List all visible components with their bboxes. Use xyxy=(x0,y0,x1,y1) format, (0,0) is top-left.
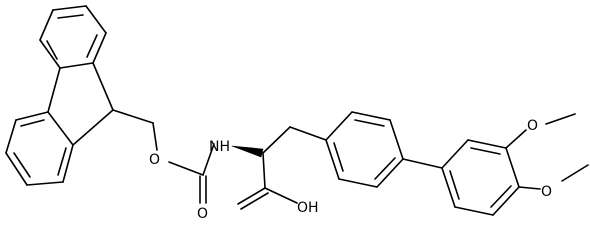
bond-double-inner xyxy=(449,170,460,200)
bond-double-inner xyxy=(86,34,98,58)
bond xyxy=(505,147,520,188)
bond-double-inner xyxy=(374,157,396,180)
bond xyxy=(441,167,456,208)
bond xyxy=(338,178,378,188)
bond-double-inner xyxy=(333,142,344,172)
bond xyxy=(47,67,61,113)
bond-double-inner xyxy=(470,147,501,155)
bond xyxy=(47,111,74,146)
molecule-drawing: NH O O OH O O xyxy=(5,5,589,222)
stereo-wedge-bond xyxy=(231,145,264,158)
atom-label-o-methoxy-3: O xyxy=(527,118,538,134)
bond xyxy=(467,139,507,149)
bond xyxy=(5,152,28,186)
atom-label-o-methoxy-4: O xyxy=(541,184,552,200)
bond xyxy=(262,152,266,189)
bond xyxy=(518,186,541,190)
bond xyxy=(441,139,469,169)
bond xyxy=(545,113,576,125)
bond xyxy=(39,9,54,41)
atom-label-oh: OH xyxy=(297,200,319,216)
bond xyxy=(376,158,404,188)
bond xyxy=(52,5,87,11)
bond-double-inner xyxy=(490,185,512,208)
bond-double-inner xyxy=(354,119,385,127)
bond xyxy=(505,129,527,149)
bond xyxy=(492,186,520,216)
bond xyxy=(39,39,61,69)
biaryl-bond xyxy=(402,158,443,169)
dimethoxyphenyl-ring xyxy=(441,139,520,216)
bond xyxy=(15,111,49,121)
bond xyxy=(92,32,107,64)
bond xyxy=(262,126,291,154)
bond xyxy=(92,62,114,111)
atom-label-o-carbonyl: O xyxy=(197,206,208,222)
fluorene-ring-system xyxy=(5,5,114,186)
bond xyxy=(264,187,298,204)
bond-double-inner xyxy=(13,152,31,178)
bond xyxy=(325,111,353,141)
bond xyxy=(561,164,589,182)
bond xyxy=(351,111,391,121)
bond xyxy=(237,187,266,205)
bond xyxy=(168,161,204,176)
bond xyxy=(72,109,114,146)
bond xyxy=(454,206,494,216)
structure-canvas: NH O O OH O O xyxy=(5,5,589,222)
bond xyxy=(5,119,17,154)
bond-double-inner xyxy=(57,147,67,176)
bond xyxy=(202,143,215,176)
bond xyxy=(325,139,340,180)
atom-label-nh: NH xyxy=(209,139,230,155)
methoxy-groups xyxy=(505,113,589,190)
bond xyxy=(289,126,327,141)
bond xyxy=(152,122,158,151)
atom-labels: NH O O OH O O xyxy=(149,118,552,222)
bond xyxy=(85,5,107,34)
amino-acid-backbone xyxy=(231,126,327,210)
bond xyxy=(59,62,94,69)
bond xyxy=(389,119,404,160)
bond xyxy=(62,144,74,183)
atom-label-o-ester: O xyxy=(149,152,160,168)
bond xyxy=(112,109,154,124)
bond xyxy=(26,181,64,186)
bond-double-inner xyxy=(46,40,58,60)
bond xyxy=(240,192,269,210)
bond-double-inner xyxy=(20,119,45,127)
phenylene-ring xyxy=(325,111,404,188)
bond-double-inner xyxy=(57,14,84,19)
carbamate-linker xyxy=(112,109,215,204)
